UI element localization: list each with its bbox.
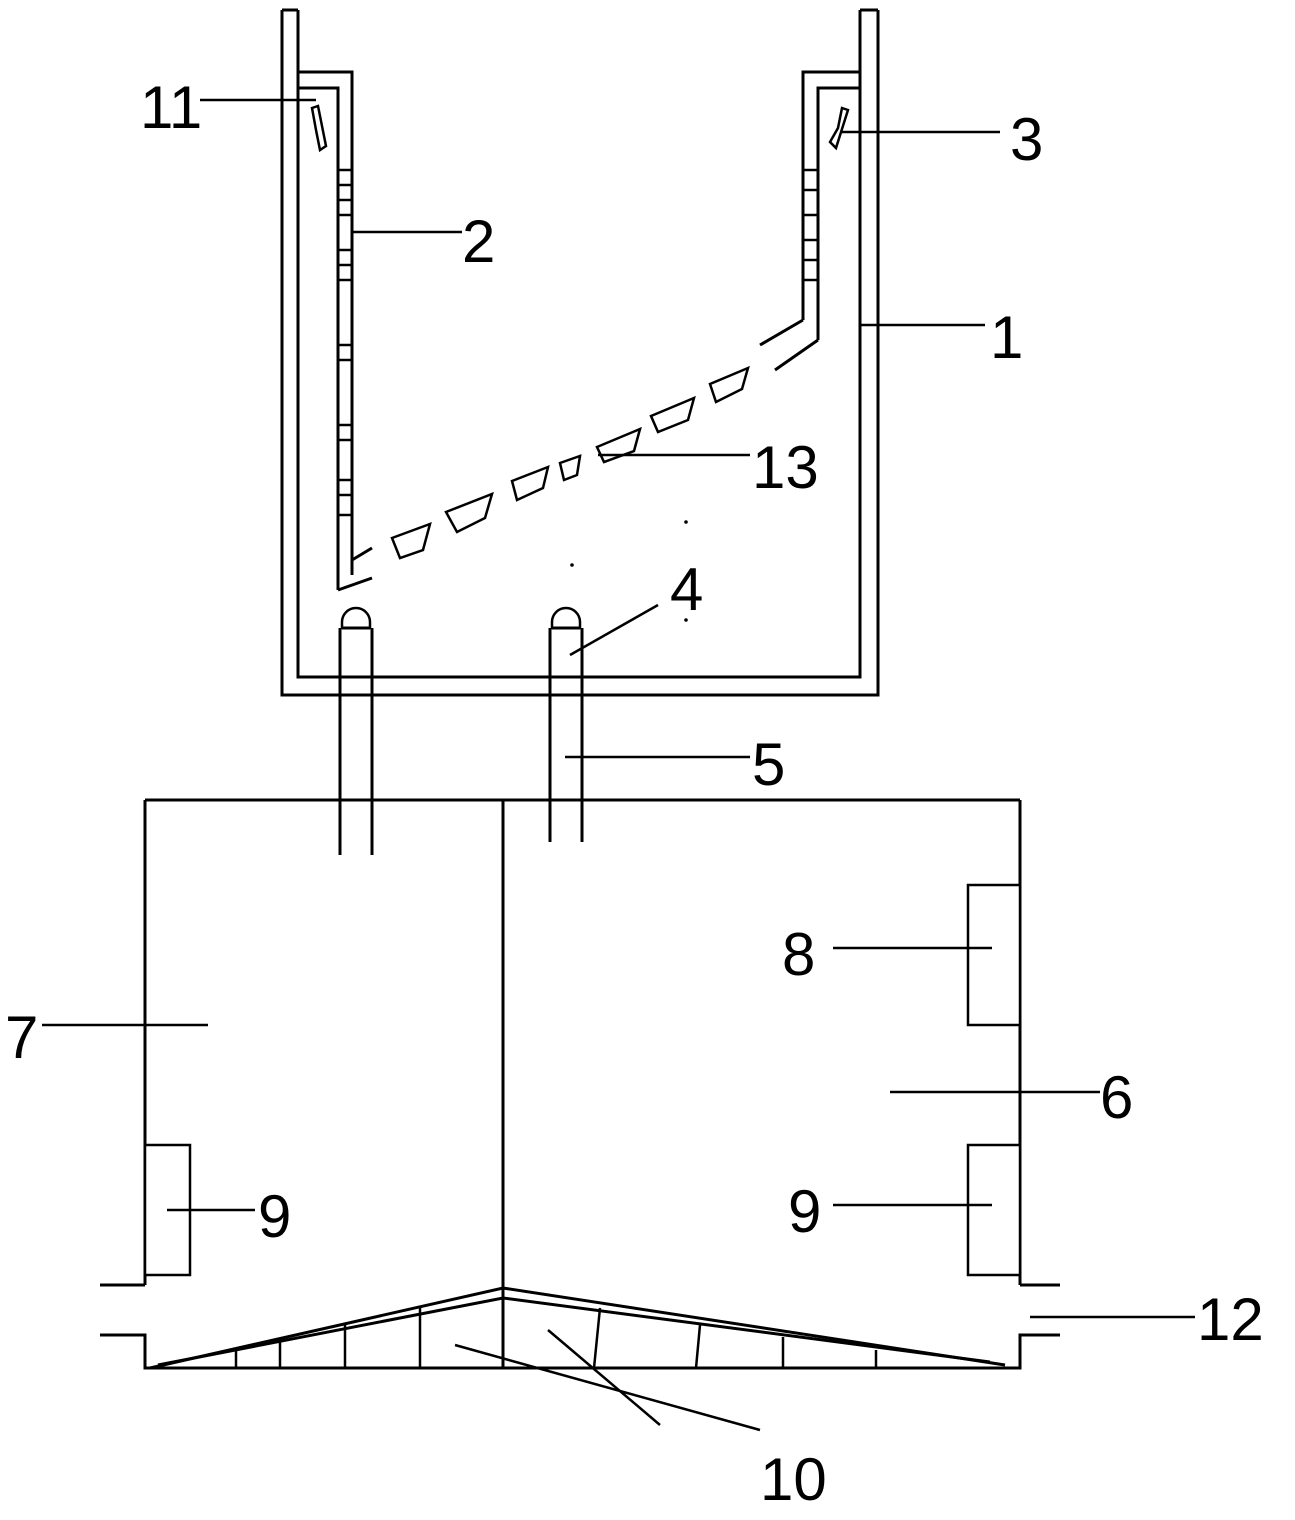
label-6: 6 [1100, 1064, 1133, 1131]
valve-right [828, 106, 850, 151]
label-11: 11 [140, 74, 202, 141]
inclined-sieve-plate [390, 365, 750, 560]
label-2: 2 [462, 208, 495, 275]
label-1: 1 [990, 304, 1023, 371]
leader-lines [42, 98, 1195, 1432]
pipe-left [338, 606, 374, 855]
dots [570, 520, 688, 622]
label-3: 3 [1010, 106, 1043, 173]
label-12: 12 [1197, 1286, 1264, 1353]
label-7: 7 [5, 1004, 38, 1071]
label-10: 10 [760, 1446, 827, 1513]
label-5: 5 [752, 731, 785, 798]
pipe-right [548, 606, 584, 842]
label-8: 8 [782, 921, 815, 988]
label-9-left: 9 [258, 1183, 291, 1250]
reference-numerals: 11 3 2 1 13 4 5 8 6 7 9 9 12 10 [5, 74, 1264, 1513]
lower-tank [100, 798, 1060, 1370]
block-8 [966, 883, 1022, 1027]
valve-left [310, 104, 328, 153]
block-9-right [966, 1143, 1022, 1277]
inner-liner [298, 70, 860, 592]
label-9-right: 9 [788, 1178, 821, 1245]
label-13: 13 [752, 434, 819, 501]
sloped-bottom [149, 1286, 1006, 1370]
outer-vessel [280, 8, 880, 697]
label-4: 4 [670, 556, 703, 623]
